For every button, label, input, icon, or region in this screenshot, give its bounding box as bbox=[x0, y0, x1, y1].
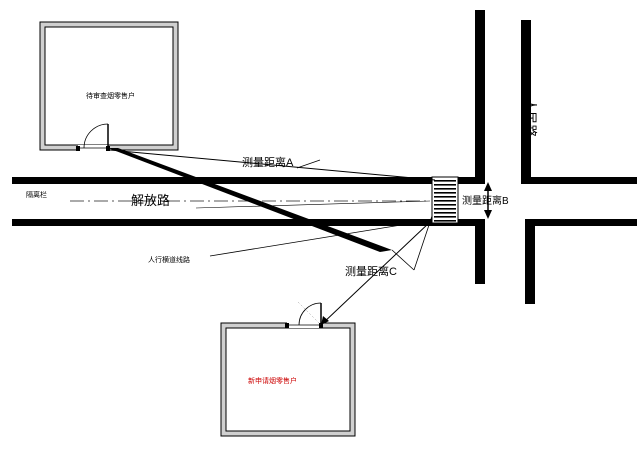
crosswalk-stripe bbox=[434, 220, 456, 222]
crosswalk-stripe bbox=[434, 216, 456, 218]
crosswalk-stripe bbox=[434, 184, 456, 186]
existing-shop-building bbox=[39, 21, 179, 151]
crosswalk-stripe bbox=[434, 204, 456, 206]
zebra-crossing-icon bbox=[431, 176, 459, 224]
renmin-road-label: 人民路 bbox=[523, 98, 538, 137]
distance-a-label: 测量距离A bbox=[242, 155, 294, 169]
jiefang-road-north-edge-left bbox=[12, 177, 475, 184]
crosswalk-stripe bbox=[434, 192, 456, 194]
door-swing-icon bbox=[285, 301, 323, 328]
crosswalk-stripe bbox=[434, 212, 456, 214]
door-swing-icon bbox=[76, 123, 110, 151]
new-shop-label: 新申请烟零售户 bbox=[248, 376, 297, 385]
jiefang-road-south-edge-left bbox=[12, 219, 475, 226]
crosswalk-stripe bbox=[434, 200, 456, 202]
jiefang-road-south-edge-right bbox=[531, 219, 637, 226]
crosswalk-stripe bbox=[434, 188, 456, 190]
leader-lines bbox=[195, 159, 433, 271]
distance-c-label: 测量距离C bbox=[345, 264, 397, 278]
crosswalk-stripe bbox=[434, 196, 456, 198]
crosswalk-stripe bbox=[434, 208, 456, 210]
jiefang-road-north-edge-right bbox=[531, 177, 637, 184]
new-shop-building bbox=[220, 320, 356, 437]
renmin-road-east-edge-south bbox=[525, 219, 535, 304]
double-arrow-icon bbox=[484, 182, 492, 219]
crosswalk-route-wedge bbox=[108, 148, 392, 252]
distance-b-label: 测量距离B bbox=[462, 194, 509, 207]
jiefang-road bbox=[12, 177, 637, 226]
renmin-road-west-edge-south bbox=[475, 219, 485, 284]
existing-shop-label: 待审查烟零售户 bbox=[86, 91, 135, 100]
crosswalk-stripe bbox=[434, 180, 456, 182]
distance-c-line bbox=[320, 221, 431, 326]
distance-a-line bbox=[109, 149, 436, 181]
renmin-road bbox=[475, 10, 535, 304]
centerline-label: 隔离栏 bbox=[26, 190, 47, 199]
renmin-road-west-edge-north bbox=[475, 10, 485, 184]
crosswalk-route-label: 人行横道线路 bbox=[148, 255, 190, 264]
renmin-road-east-edge-north bbox=[521, 20, 531, 184]
jiefang-road-label: 解放路 bbox=[131, 193, 170, 208]
